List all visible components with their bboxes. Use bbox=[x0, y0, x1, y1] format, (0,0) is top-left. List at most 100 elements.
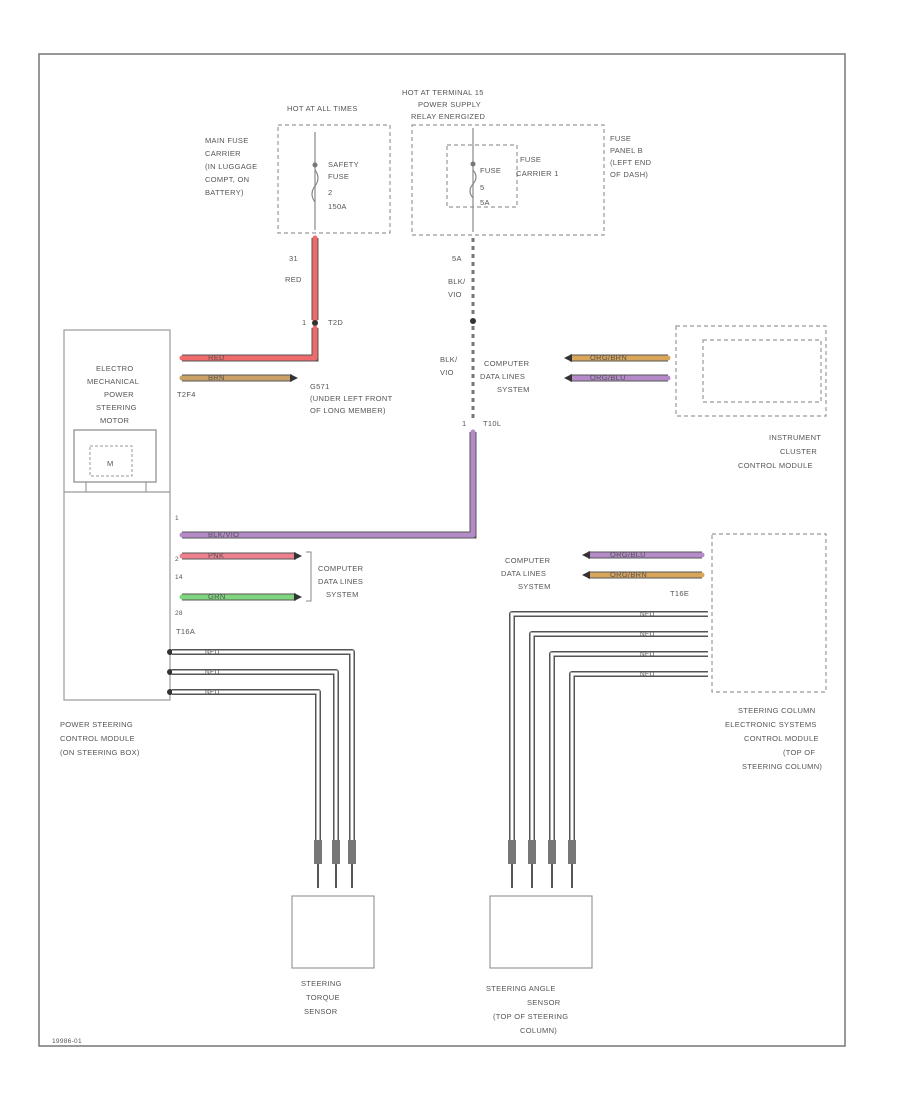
svg-text:RELAY ENERGIZED: RELAY ENERGIZED bbox=[411, 112, 486, 121]
main-fuse-carrier-box bbox=[277, 124, 391, 234]
red-wire-color: RED bbox=[285, 275, 302, 284]
svg-text:FUSE: FUSE bbox=[328, 172, 349, 181]
neu-label: NEU bbox=[205, 649, 220, 656]
grn-label: GRN bbox=[208, 592, 226, 601]
svg-text:(UNDER LEFT FRONT: (UNDER LEFT FRONT bbox=[310, 394, 393, 403]
svg-text:OF DASH): OF DASH) bbox=[610, 170, 648, 179]
ps-control-module-label: POWER STEERING CONTROL MODULE (ON STEERI… bbox=[60, 720, 140, 757]
violet-wire bbox=[179, 429, 476, 538]
pin-28: 28 bbox=[175, 610, 183, 617]
fuse5-out-label: 5A bbox=[452, 254, 462, 263]
computer-data-lines-3-label: COMPUTER DATA LINES SYSTEM bbox=[501, 556, 551, 591]
motor-red-label: RED bbox=[208, 353, 225, 362]
red-wire-lower bbox=[179, 325, 318, 361]
motor-housing bbox=[73, 429, 157, 483]
steering-torque-sensor-box bbox=[291, 895, 375, 969]
eps-motor-label: ELECTRO MECHANICAL POWER STEERING MOTOR bbox=[87, 364, 139, 425]
svg-text:FUSE: FUSE bbox=[610, 134, 631, 143]
svg-text:DATA LINES: DATA LINES bbox=[318, 577, 363, 586]
svg-text:SYSTEM: SYSTEM bbox=[518, 582, 551, 591]
safety-fuse-symbol bbox=[311, 132, 319, 230]
instrument-cluster-box bbox=[675, 325, 827, 417]
svg-text:2: 2 bbox=[328, 188, 332, 197]
angle-sensor-connectors bbox=[508, 840, 576, 888]
fuse-panel-b-box bbox=[411, 124, 605, 236]
t10l-label: T10L bbox=[483, 419, 501, 428]
svg-text:STEERING COLUMN): STEERING COLUMN) bbox=[742, 762, 822, 771]
svg-text:HOT AT TERMINAL 15: HOT AT TERMINAL 15 bbox=[402, 88, 484, 97]
svg-text:COLUMN): COLUMN) bbox=[520, 1026, 557, 1035]
svg-text:150A: 150A bbox=[328, 202, 347, 211]
data-arrow-icon bbox=[582, 571, 590, 579]
svg-text:STEERING ANGLE: STEERING ANGLE bbox=[486, 984, 556, 993]
svg-text:CONTROL MODULE: CONTROL MODULE bbox=[744, 734, 819, 743]
fuse-5-symbol bbox=[469, 128, 477, 232]
org-brn-label: ORG/BRN bbox=[590, 353, 627, 362]
svg-text:SYSTEM: SYSTEM bbox=[326, 590, 359, 599]
steering-column-module-label: STEERING COLUMN ELECTRONIC SYSTEMS CONTR… bbox=[725, 706, 822, 771]
red-wire-lower-outline bbox=[182, 328, 319, 362]
svg-text:SENSOR: SENSOR bbox=[304, 1007, 338, 1016]
svg-text:COMPUTER: COMPUTER bbox=[484, 359, 530, 368]
svg-text:STEERING: STEERING bbox=[96, 403, 137, 412]
blk-vio-mid-label: BLK/ VIO bbox=[440, 355, 458, 377]
svg-text:POWER SUPPLY: POWER SUPPLY bbox=[418, 100, 481, 109]
svg-text:ELECTRO: ELECTRO bbox=[96, 364, 134, 373]
svg-text:COMPUTER: COMPUTER bbox=[505, 556, 551, 565]
data-bracket bbox=[306, 551, 312, 602]
svg-text:DATA LINES: DATA LINES bbox=[501, 569, 546, 578]
svg-text:MOTOR: MOTOR bbox=[100, 416, 130, 425]
steering-angle-sensor-label: STEERING ANGLE SENSOR (TOP OF STEERING C… bbox=[486, 984, 568, 1035]
t2f4-label: T2F4 bbox=[177, 390, 196, 399]
svg-text:PANEL B: PANEL B bbox=[610, 146, 643, 155]
svg-text:(TOP OF: (TOP OF bbox=[783, 748, 815, 757]
svg-text:SENSOR: SENSOR bbox=[527, 998, 561, 1007]
pin-2: 2 bbox=[175, 556, 179, 563]
svg-text:STEERING COLUMN: STEERING COLUMN bbox=[738, 706, 815, 715]
svg-text:CARRIER: CARRIER bbox=[205, 149, 241, 158]
neu-label: NEU bbox=[640, 671, 655, 678]
svg-text:BLK/: BLK/ bbox=[440, 355, 458, 364]
steering-column-module-box bbox=[711, 533, 827, 693]
angle-sensor-wires bbox=[509, 611, 708, 842]
safety-fuse-label: SAFETY FUSE 2 150A bbox=[328, 160, 359, 211]
fuse-5-label: FUSE 5 5A bbox=[480, 166, 501, 207]
computer-data-lines-1-label: COMPUTER DATA LINES SYSTEM bbox=[480, 359, 530, 394]
svg-text:MAIN FUSE: MAIN FUSE bbox=[205, 136, 249, 145]
svg-text:BATTERY): BATTERY) bbox=[205, 188, 244, 197]
data-arrow-icon bbox=[294, 593, 302, 601]
svg-text:CARRIER 1: CARRIER 1 bbox=[516, 169, 559, 178]
neu-label: NEU bbox=[640, 631, 655, 638]
t2d-label: T2D bbox=[328, 318, 343, 327]
svg-text:SAFETY: SAFETY bbox=[328, 160, 359, 169]
splice-dot bbox=[470, 318, 476, 324]
svg-text:COMPT, ON: COMPT, ON bbox=[205, 175, 249, 184]
neu-label: NEU bbox=[205, 689, 220, 696]
instrument-cluster-inner bbox=[702, 339, 822, 403]
svg-text:VIO: VIO bbox=[448, 290, 462, 299]
fuse-carrier-1-box bbox=[446, 144, 518, 208]
svg-text:CONTROL MODULE: CONTROL MODULE bbox=[738, 461, 813, 470]
pnk-label: PNK bbox=[208, 551, 224, 560]
svg-text:STEERING: STEERING bbox=[301, 979, 342, 988]
pin-1: 1 bbox=[175, 515, 179, 522]
svg-text:(ON STEERING BOX): (ON STEERING BOX) bbox=[60, 748, 140, 757]
svg-text:SYSTEM: SYSTEM bbox=[497, 385, 530, 394]
main-fuse-carrier-label: MAIN FUSE CARRIER (IN LUGGAGE COMPT, ON … bbox=[205, 136, 257, 197]
svg-text:(IN LUGGAGE: (IN LUGGAGE bbox=[205, 162, 257, 171]
fuse-carrier-1-label: FUSE CARRIER 1 bbox=[516, 155, 559, 178]
t2d-connector-dot bbox=[312, 320, 318, 326]
svg-text:(LEFT END: (LEFT END bbox=[610, 158, 652, 167]
fuse-panel-b-label: FUSE PANEL B (LEFT END OF DASH) bbox=[610, 134, 652, 179]
svg-text:BLK/: BLK/ bbox=[448, 277, 466, 286]
neu-label: NEU bbox=[640, 611, 655, 618]
svg-text:CLUSTER: CLUSTER bbox=[780, 447, 817, 456]
diagram-frame bbox=[38, 53, 846, 1047]
svg-text:POWER STEERING: POWER STEERING bbox=[60, 720, 133, 729]
hot-at-all-times-label: HOT AT ALL TIMES bbox=[287, 104, 358, 113]
svg-text:POWER: POWER bbox=[104, 390, 134, 399]
hot-terminal-15-label: HOT AT TERMINAL 15 POWER SUPPLY RELAY EN… bbox=[402, 88, 486, 121]
svg-text:G571: G571 bbox=[310, 382, 330, 391]
violet-wire-outline bbox=[182, 432, 477, 539]
